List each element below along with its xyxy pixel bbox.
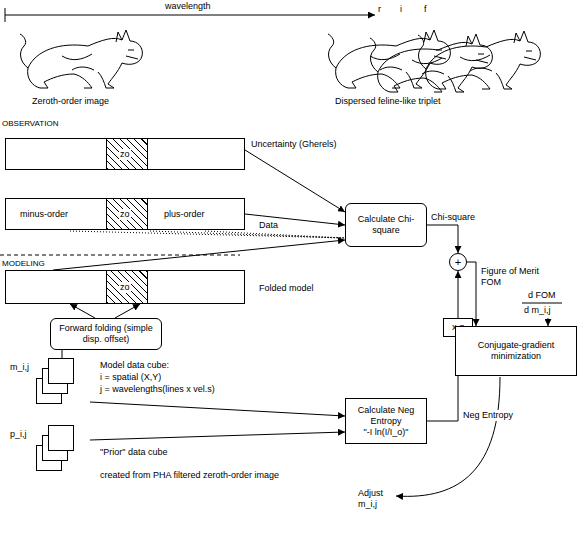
- connector: [245, 150, 345, 212]
- caption: Zeroth-order image: [32, 96, 109, 107]
- spectrum-bar: minus-order zo plus-order: [5, 198, 245, 230]
- note-label: Model data cube:: [100, 360, 169, 371]
- edge-label: Folded model: [258, 283, 315, 294]
- note-label: wavelength: [165, 1, 211, 12]
- note-label: "Prior" data cube: [100, 447, 167, 458]
- process-box: Forward folding (simple disp. offset): [50, 318, 162, 350]
- order-label: zo: [119, 149, 131, 160]
- connector: [90, 432, 345, 440]
- connector: [62, 350, 63, 358]
- process-box: Calculate Neg Entropy"-I ln(I/I_o)": [345, 398, 427, 444]
- note-label: Adjust m_i,j: [358, 488, 392, 510]
- connector: [115, 304, 140, 318]
- note-label: d m_i,j: [524, 305, 551, 316]
- connector: [427, 337, 458, 421]
- note-label: i = spatial (X,Y): [100, 372, 161, 383]
- connector: [458, 271, 459, 318]
- note-label: j = wavelengths(lines x vel.s): [100, 384, 215, 395]
- data-cube: p_i,j: [10, 425, 90, 475]
- data-cube: m_i,j: [10, 358, 90, 408]
- connector: [70, 304, 95, 318]
- process-box: Conjugate-gradient minimization: [455, 326, 577, 376]
- note-label: Figure of Merit: [481, 266, 539, 277]
- note-label: r: [378, 4, 381, 15]
- connector: [467, 262, 476, 326]
- note-label: i: [400, 4, 402, 15]
- node-text: m_i,j: [10, 362, 29, 373]
- section-heading: OBSERVATION: [2, 118, 58, 129]
- order-label: zo: [119, 282, 131, 293]
- node-text: Conjugate-gradient minimization: [464, 340, 568, 362]
- edge-label: Uncertainty (Gherels): [250, 139, 338, 150]
- spectrum-bar: zo: [5, 138, 245, 170]
- order-label: minus-order: [20, 209, 68, 220]
- node-text: +: [455, 257, 461, 268]
- connector: [90, 402, 345, 416]
- cube-slice: [48, 425, 74, 451]
- order-label: plus-order: [164, 209, 205, 220]
- node-text: "-I ln(I/I_o)": [364, 427, 409, 438]
- spectrum-bar: zo: [5, 270, 245, 304]
- node-text: Calculate Chi-square: [350, 214, 422, 236]
- node-text: Forward folding (simple disp. offset): [55, 323, 157, 345]
- caption: Dispersed feline-like triplet: [335, 96, 441, 107]
- sum-circle: +: [449, 253, 467, 271]
- edge-label: Data: [258, 220, 279, 231]
- note-label: d FOM: [528, 290, 556, 301]
- process-box: Calculate Chi-square: [345, 203, 427, 247]
- order-label: zo: [119, 209, 131, 220]
- connector: [427, 225, 458, 253]
- note-label: FOM: [481, 277, 501, 288]
- edge-label: Neg Entropy: [462, 410, 514, 421]
- node-text: Calculate Neg Entropy: [350, 405, 422, 427]
- section-heading: MODELING: [2, 258, 45, 269]
- cube-slice: [48, 358, 74, 384]
- note-label: created from PHA filtered zeroth-order i…: [100, 470, 279, 481]
- note-label: f: [424, 4, 427, 15]
- node-text: p_i,j: [10, 429, 27, 440]
- connector: [53, 240, 345, 270]
- edge-label: Chi-square: [430, 212, 476, 223]
